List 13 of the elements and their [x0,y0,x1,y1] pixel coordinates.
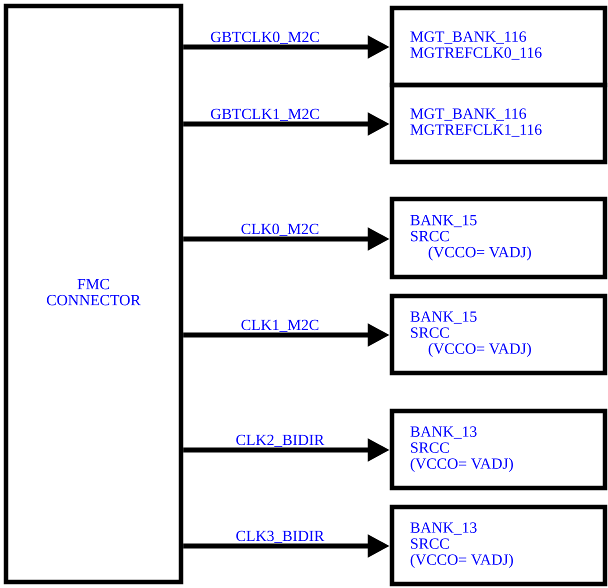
edge-label: CLK3_BIDIR [236,530,324,543]
bank-box: BANK_15 SRCC (VCCO= VADJ) [390,196,608,280]
edge-label: GBTCLK1_M2C [210,108,319,121]
edge-label: GBTCLK0_M2C [210,32,319,44]
bank-box: MGT_BANK_116 MGTREFCLK0_116 [390,6,608,88]
connector-box: FMC CONNECTOR [4,4,184,584]
bank-box: BANK_15 SRCC (VCCO= VADJ) [390,294,608,376]
bank-box: BANK_13 SRCC (VCCO= VADJ) [390,504,608,586]
bank-box: BANK_13 SRCC (VCCO= VADJ) [390,408,608,490]
edge-label: CLK2_BIDIR [236,434,324,447]
edge-label: CLK0_M2C [241,224,318,236]
bank-box: MGT_BANK_116 MGTREFCLK1_116 [390,82,608,164]
edge-label: CLK1_M2C [241,320,318,332]
